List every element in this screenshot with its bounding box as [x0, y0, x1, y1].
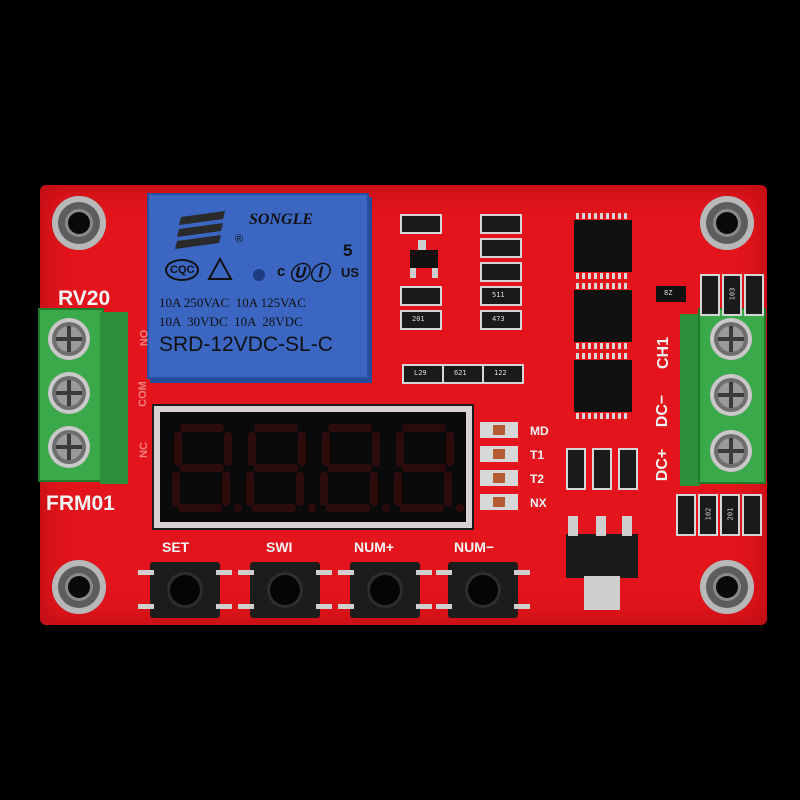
relay-rating-line-2: 10A 30VDC 10A 28VDC [159, 314, 303, 329]
terminal-label-dc-minus: DC− [654, 394, 672, 428]
set-button[interactable] [138, 562, 232, 618]
relay-brand: SONGLE [249, 211, 314, 228]
relay-cert-number: 5 [343, 241, 353, 260]
smd-code: L29 [414, 369, 427, 377]
mounting-hole-bottom-right [700, 560, 754, 614]
relay-model: SRD-12VDC-SL-C [159, 333, 333, 356]
num-plus-button[interactable] [338, 562, 432, 618]
ul-mark-icon: c [277, 263, 286, 280]
smd-code: 621 [454, 369, 467, 377]
ic-chip [574, 283, 632, 349]
seven-segment-display [152, 404, 474, 530]
cqc-mark: CQC [165, 259, 200, 281]
indicator-led-t2 [480, 470, 518, 486]
smd-diode [400, 214, 442, 234]
smd-resistor: 511 [480, 286, 522, 306]
button-label-set: SET [162, 539, 190, 555]
regulator-tab [584, 576, 620, 610]
relay-dot [253, 269, 265, 281]
terminal-label-dc-plus: DC+ [654, 448, 672, 482]
smd-capacitor [480, 214, 522, 234]
smd-led [400, 286, 442, 306]
smd-capacitor [480, 262, 522, 282]
smd-resistor: 473 [480, 310, 522, 330]
board-label-rv20: RV20 [58, 287, 111, 310]
smd-capacitor [566, 448, 586, 490]
smd-transistor: 8Z [656, 286, 686, 302]
terminal-label-no: NO [138, 329, 151, 347]
screw-icon[interactable] [710, 430, 752, 472]
indicator-label-t1: T1 [530, 448, 545, 462]
smd-resistor [700, 274, 720, 316]
relay: SONGLE ® CQC c Ⓤⓛ 5 US 10A 250VAC 10A 12… [147, 193, 369, 379]
swi-button[interactable] [238, 562, 332, 618]
indicator-led-t1 [480, 446, 518, 462]
smd-code: 201 [412, 315, 425, 323]
screw-icon[interactable] [48, 372, 90, 414]
smd-capacitor [744, 274, 764, 316]
indicator-label-t2: T2 [530, 472, 545, 486]
display-digits [154, 406, 472, 528]
button-cap[interactable] [468, 575, 498, 605]
songle-logo-icon [173, 207, 233, 249]
ul-logo-icon: Ⓤⓛ [289, 263, 329, 285]
button-cap[interactable] [270, 575, 300, 605]
smd-resistor: L29 [402, 364, 444, 384]
terminal-block-left-side [100, 312, 128, 484]
terminal-label-ch1: CH1 [655, 336, 673, 370]
smd-resistor: 102 [698, 494, 718, 536]
board-label-frm01: FRM01 [46, 492, 115, 515]
ic-chip [574, 353, 632, 419]
screw-icon[interactable] [48, 318, 90, 360]
warning-triangle-icon [207, 256, 233, 281]
smd-led [676, 494, 696, 536]
terminal-label-com: COM [136, 381, 149, 407]
smd-code: 473 [492, 315, 505, 323]
registered-mark-icon: ® [235, 233, 244, 245]
indicator-label-nx: NX [530, 496, 547, 510]
smd-code: 201 [726, 507, 735, 521]
smd-capacitor [592, 448, 612, 490]
terminal-label-nc: NC [137, 442, 150, 458]
relay-cert-us: US [341, 265, 360, 280]
mounting-hole-top-left [52, 196, 106, 250]
num-minus-button[interactable] [436, 562, 530, 618]
smd-code: 122 [494, 369, 507, 377]
button-cap[interactable] [370, 575, 400, 605]
screw-icon[interactable] [48, 426, 90, 468]
screw-icon[interactable] [710, 374, 752, 416]
smd-code: 102 [704, 507, 713, 521]
button-label-num-plus: NUM+ [354, 539, 395, 555]
terminal-block-right-side [680, 314, 700, 486]
voltage-regulator [566, 534, 638, 578]
smd-capacitor [480, 238, 522, 258]
smd-resistor: 122 [482, 364, 524, 384]
smd-capacitor [742, 494, 762, 536]
smd-resistor: 201 [400, 310, 442, 330]
smd-code: 8Z [664, 289, 673, 297]
mounting-hole-top-right [700, 196, 754, 250]
smd-capacitor: 103 [722, 274, 742, 316]
mounting-hole-bottom-left [52, 560, 106, 614]
indicator-led-md [480, 422, 518, 438]
screw-icon[interactable] [710, 318, 752, 360]
transistor [410, 250, 438, 268]
button-cap[interactable] [170, 575, 200, 605]
button-label-num-minus: NUM− [454, 539, 495, 555]
ic-chip [574, 213, 632, 279]
smd-code: 511 [492, 291, 505, 299]
indicator-label-md: MD [530, 424, 549, 438]
button-label-swi: SWI [266, 539, 293, 555]
indicator-led-nx [480, 494, 518, 510]
relay-rating-line-1: 10A 250VAC 10A 125VAC [159, 295, 306, 310]
smd-resistor: 201 [720, 494, 740, 536]
smd-capacitor [618, 448, 638, 490]
smd-code: 103 [728, 287, 737, 301]
smd-resistor: 621 [442, 364, 484, 384]
